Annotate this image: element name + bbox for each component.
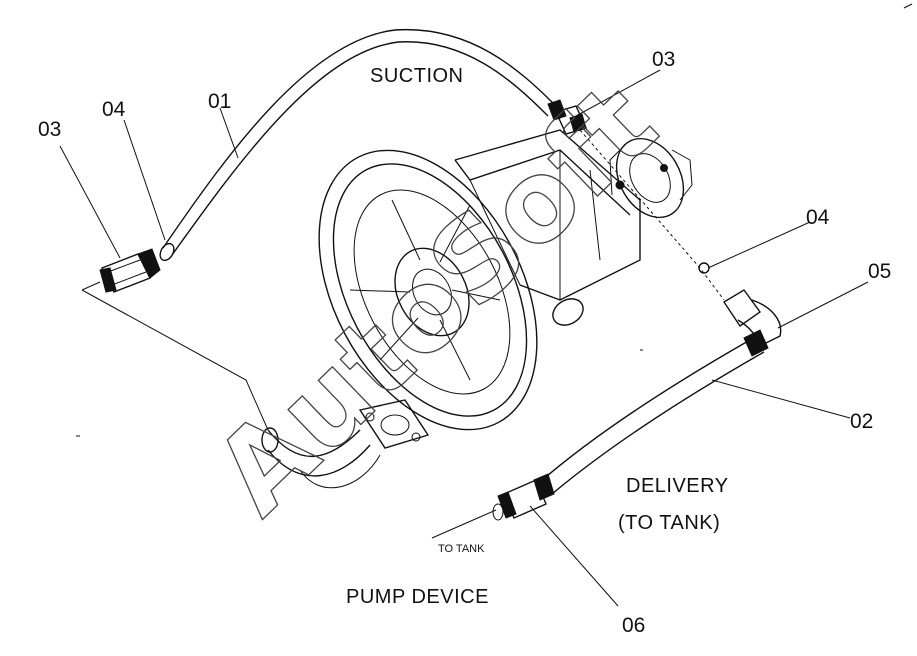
callout-right-fitting: 03 <box>652 48 675 71</box>
right-fitting <box>547 99 587 135</box>
callout-left-oring: 04 <box>102 98 126 121</box>
callout-elbow: 05 <box>868 260 891 283</box>
to-tank-label: TO TANK <box>438 543 485 555</box>
callout-delivery-hose: 02 <box>850 410 873 433</box>
pump-assembly <box>261 129 693 489</box>
callout-left-fitting: 03 <box>38 118 61 141</box>
suction-hose <box>162 28 557 256</box>
callout-suction-hose: 01 <box>208 90 231 113</box>
callout-bottom-fitting: 06 <box>622 614 645 637</box>
left-fitting <box>99 248 161 293</box>
elbow-fitting <box>723 289 782 357</box>
leader-lines <box>59 69 869 607</box>
right-oring <box>698 262 710 274</box>
left-oring <box>159 242 175 262</box>
watermark: AutoSoft <box>190 59 681 539</box>
suction-caption: SUCTION <box>370 65 464 87</box>
bottom-fitting <box>492 473 555 521</box>
pump-device-caption: PUMP DEVICE <box>346 586 489 608</box>
delivery-hose <box>539 339 765 495</box>
callout-right-oring: 04 <box>806 206 830 229</box>
delivery-caption: DELIVERY <box>626 475 729 497</box>
delivery-caption-2: (TO TANK) <box>618 512 720 534</box>
